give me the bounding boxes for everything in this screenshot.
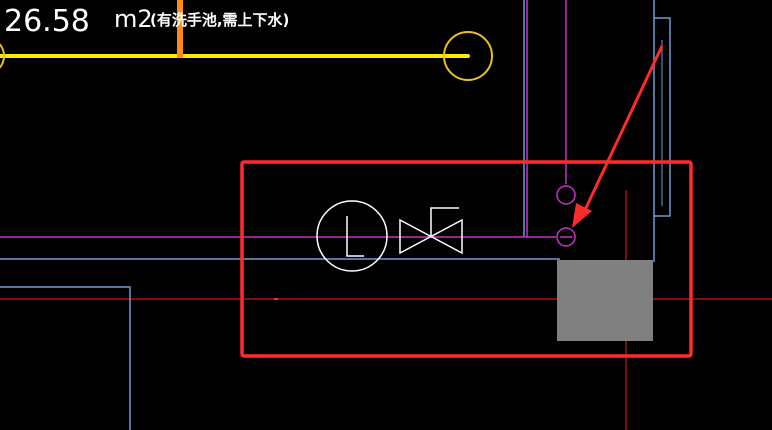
purple-riser-circle-top[interactable]	[556, 185, 576, 205]
yellow-left-edge-circle	[0, 43, 5, 69]
area-note-text: (有洗手池,需上下水)	[150, 11, 289, 29]
blue-wall-lower-left	[0, 286, 131, 430]
annotation-arrow-head	[572, 203, 592, 228]
valve-stem-icon	[430, 207, 459, 236]
blue-wall-right-bracket	[654, 17, 671, 217]
L-letter-glyph	[346, 216, 364, 257]
L-circle-outline	[316, 200, 388, 272]
purple-riser-circle-bottom[interactable]	[556, 227, 576, 247]
yellow-endpoint-circle[interactable]	[443, 31, 493, 81]
yellow-endpoint-center	[466, 54, 470, 58]
valve-bowtie-icon	[399, 218, 463, 255]
annotation-highlight-box	[240, 160, 693, 358]
L-circle-symbol[interactable]	[316, 200, 388, 272]
valve-symbol[interactable]	[399, 207, 463, 255]
annotation-arrow-shaft	[583, 45, 664, 211]
area-unit-text: m2	[114, 5, 153, 33]
annotation-arrow	[572, 45, 664, 228]
gray-equipment-block[interactable]	[557, 260, 653, 341]
area-number-text: 26.58	[4, 4, 90, 39]
